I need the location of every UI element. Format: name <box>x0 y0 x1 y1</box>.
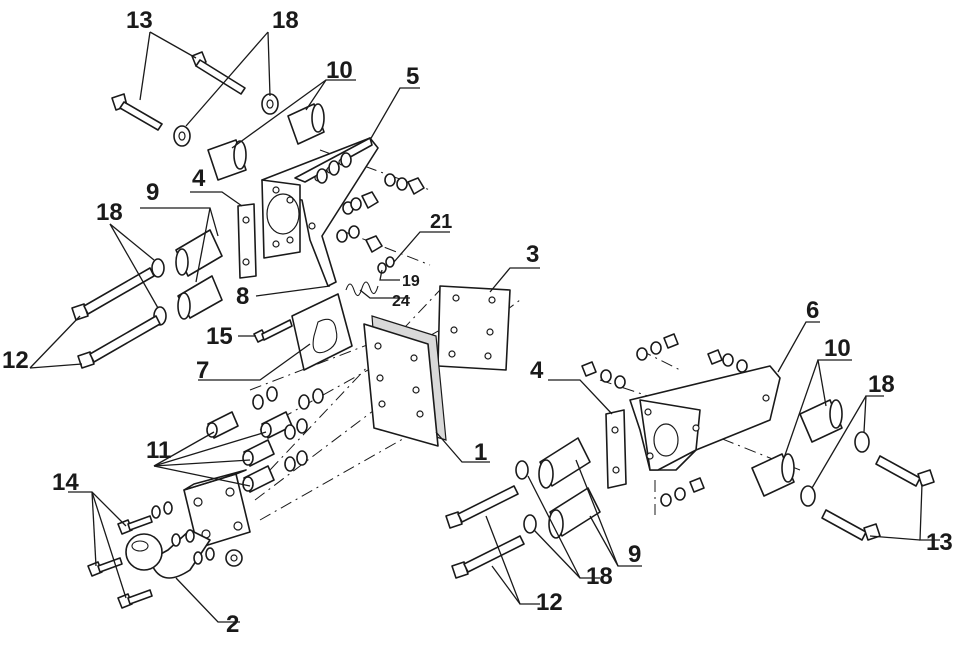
plate-4-left <box>237 203 257 279</box>
callout-9-right: 9 <box>628 541 641 568</box>
callout-24: 24 <box>392 293 410 310</box>
callout-13-top: 13 <box>126 7 153 34</box>
callout-3: 3 <box>526 241 539 268</box>
washer-18-right-lower <box>515 460 537 534</box>
callout-18-top: 18 <box>272 7 299 34</box>
bolt-12-right <box>445 485 525 579</box>
spacer-10-upper <box>207 103 325 181</box>
callout-18-left: 18 <box>96 199 123 226</box>
bracket-6 <box>629 365 781 471</box>
callout-18-right-lower: 18 <box>586 563 613 590</box>
callout-4-right: 4 <box>530 357 544 384</box>
washer-18-upper <box>173 93 279 147</box>
spacer-9-left <box>175 229 223 320</box>
callout-labels: 13 18 10 5 9 4 18 21 3 19 8 24 12 15 7 6… <box>2 7 953 638</box>
nut-washer-stack-upper <box>316 152 425 253</box>
callout-14: 14 <box>52 469 79 496</box>
plate-3 <box>437 285 511 371</box>
callout-9-left: 9 <box>146 179 159 206</box>
bolt-15 <box>253 319 293 343</box>
spacer-10-right <box>751 399 843 497</box>
nut-washer-stack-right <box>581 333 748 507</box>
washer-18-right-upper <box>800 431 870 507</box>
callout-8: 8 <box>236 283 249 310</box>
bolts-11 <box>206 411 293 493</box>
callout-21: 21 <box>430 211 452 233</box>
callout-2: 2 <box>226 611 239 638</box>
callout-15: 15 <box>206 323 233 350</box>
washers-11 <box>252 386 324 472</box>
callout-11: 11 <box>146 437 171 464</box>
callout-4-left: 4 <box>192 165 206 192</box>
spring-24 <box>345 256 395 297</box>
towbar-ball-2 <box>125 469 251 579</box>
washer-18-left <box>151 258 167 326</box>
callout-10-top: 10 <box>326 57 353 84</box>
plate-4-right <box>605 409 627 489</box>
bolt-13-right <box>821 455 935 541</box>
callout-12-right: 12 <box>536 589 563 616</box>
callout-6: 6 <box>806 297 819 324</box>
spacer-9-right <box>538 437 601 539</box>
bracket-5 <box>261 137 379 287</box>
plate-1 <box>363 315 447 447</box>
plate-7 <box>291 293 353 371</box>
callout-5: 5 <box>406 63 419 90</box>
callout-13-right: 13 <box>926 529 953 556</box>
bolts-14 <box>87 501 215 609</box>
callout-19: 19 <box>402 273 420 290</box>
callout-1: 1 <box>474 439 487 466</box>
bolt-12-left <box>71 267 161 369</box>
callout-18-right-upper: 18 <box>868 371 895 398</box>
callout-10-right: 10 <box>824 335 851 362</box>
callout-12-left: 12 <box>2 347 29 374</box>
callout-7: 7 <box>196 357 209 384</box>
leader-lines <box>29 31 940 623</box>
bolt-13-upper-left <box>111 51 246 131</box>
